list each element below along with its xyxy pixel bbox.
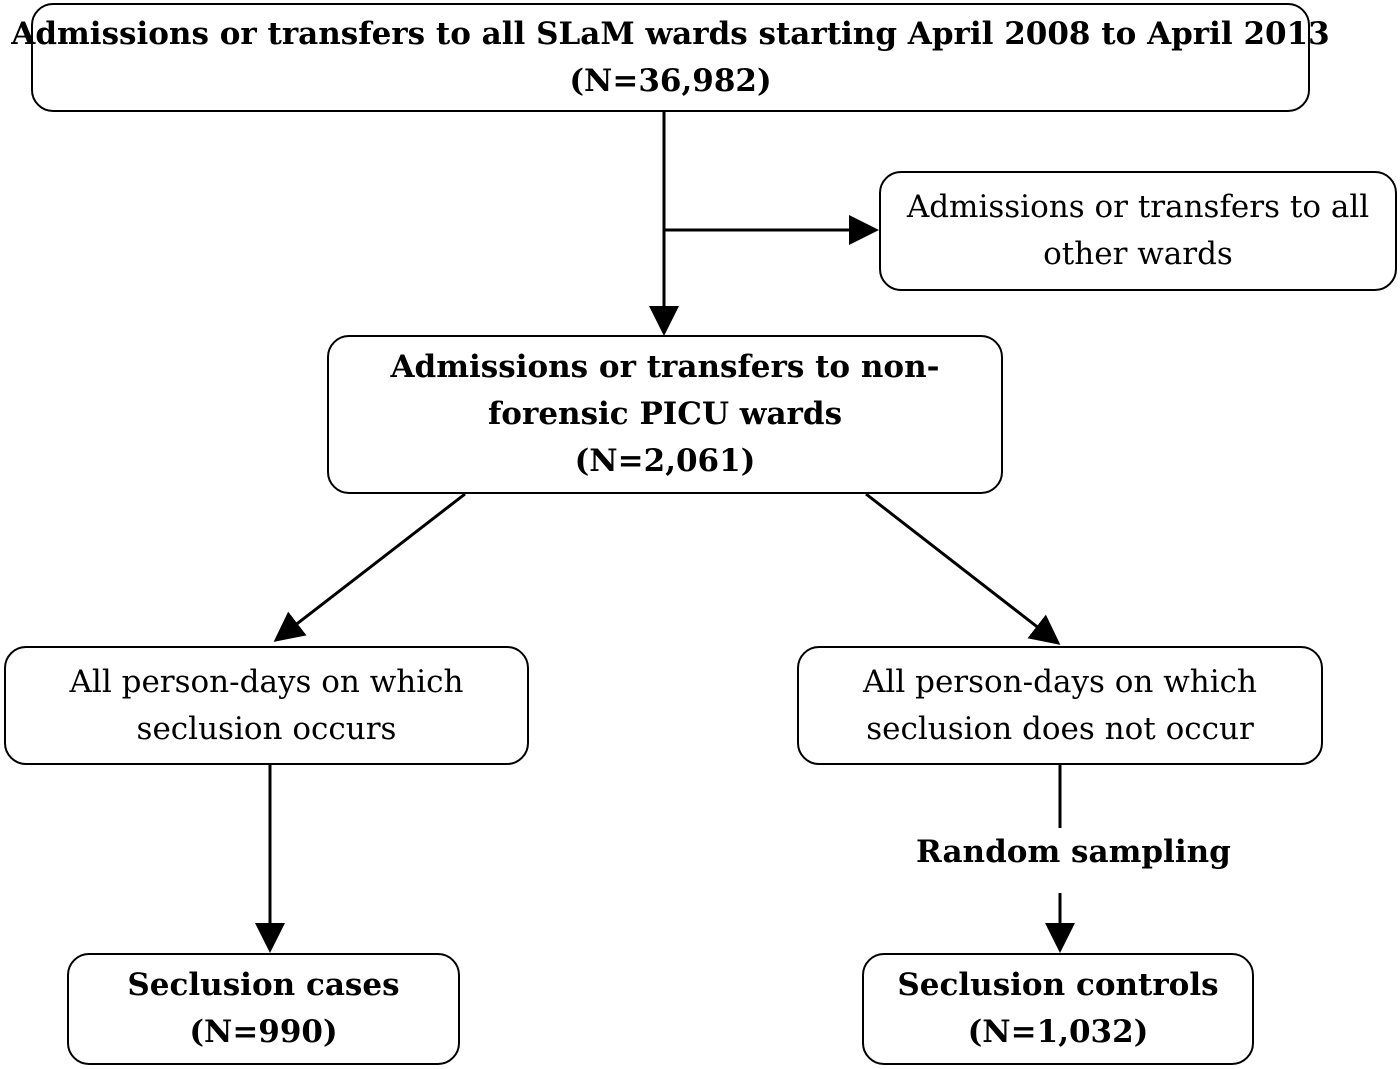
node-seclusion-days: All person-days on which seclusion occur… (4, 646, 529, 765)
edge-label-random-sampling: Random sampling (916, 834, 1231, 870)
node-no-seclusion-days-line2: seclusion does not occur (866, 710, 1254, 747)
node-picu-count: (N=2,061) (574, 443, 756, 479)
node-seclusion-days-line2: seclusion occurs (136, 710, 397, 747)
node-seclusion-controls-count: (N=1,032) (967, 1014, 1149, 1050)
node-all-admissions: Admissions or transfers to all SLaM ward… (11, 3, 1330, 112)
node-seclusion-cases-count: (N=990) (189, 1014, 338, 1050)
node-seclusion-cases: Seclusion cases (N=990) (67, 953, 460, 1065)
node-all-admissions-count: (N=36,982) (569, 62, 772, 99)
node-seclusion-cases-title: Seclusion cases (127, 967, 400, 1003)
node-other-wards-line1: Admissions or transfers to all (906, 189, 1370, 225)
arrow-picu-to-seclusion-days (273, 492, 466, 642)
node-all-admissions-title: Admissions or transfers to all SLaM ward… (11, 15, 1330, 52)
node-picu-line2: forensic PICU wards (487, 396, 843, 432)
node-other-wards: Admissions or transfers to all other war… (879, 171, 1397, 291)
node-seclusion-controls-title: Seclusion controls (897, 967, 1219, 1003)
node-other-wards-line2: other wards (1043, 236, 1233, 272)
node-seclusion-controls: Seclusion controls (N=1,032) (862, 953, 1254, 1065)
node-picu: Admissions or transfers to non- forensic… (327, 335, 1003, 494)
arrow-picu-to-no-seclusion-days (865, 492, 1061, 645)
node-seclusion-days-line1: All person-days on which (69, 663, 464, 700)
node-no-seclusion-days-line1: All person-days on which (863, 663, 1257, 700)
node-picu-line1: Admissions or transfers to non- (390, 349, 940, 385)
node-no-seclusion-days: All person-days on which seclusion does … (797, 646, 1323, 765)
